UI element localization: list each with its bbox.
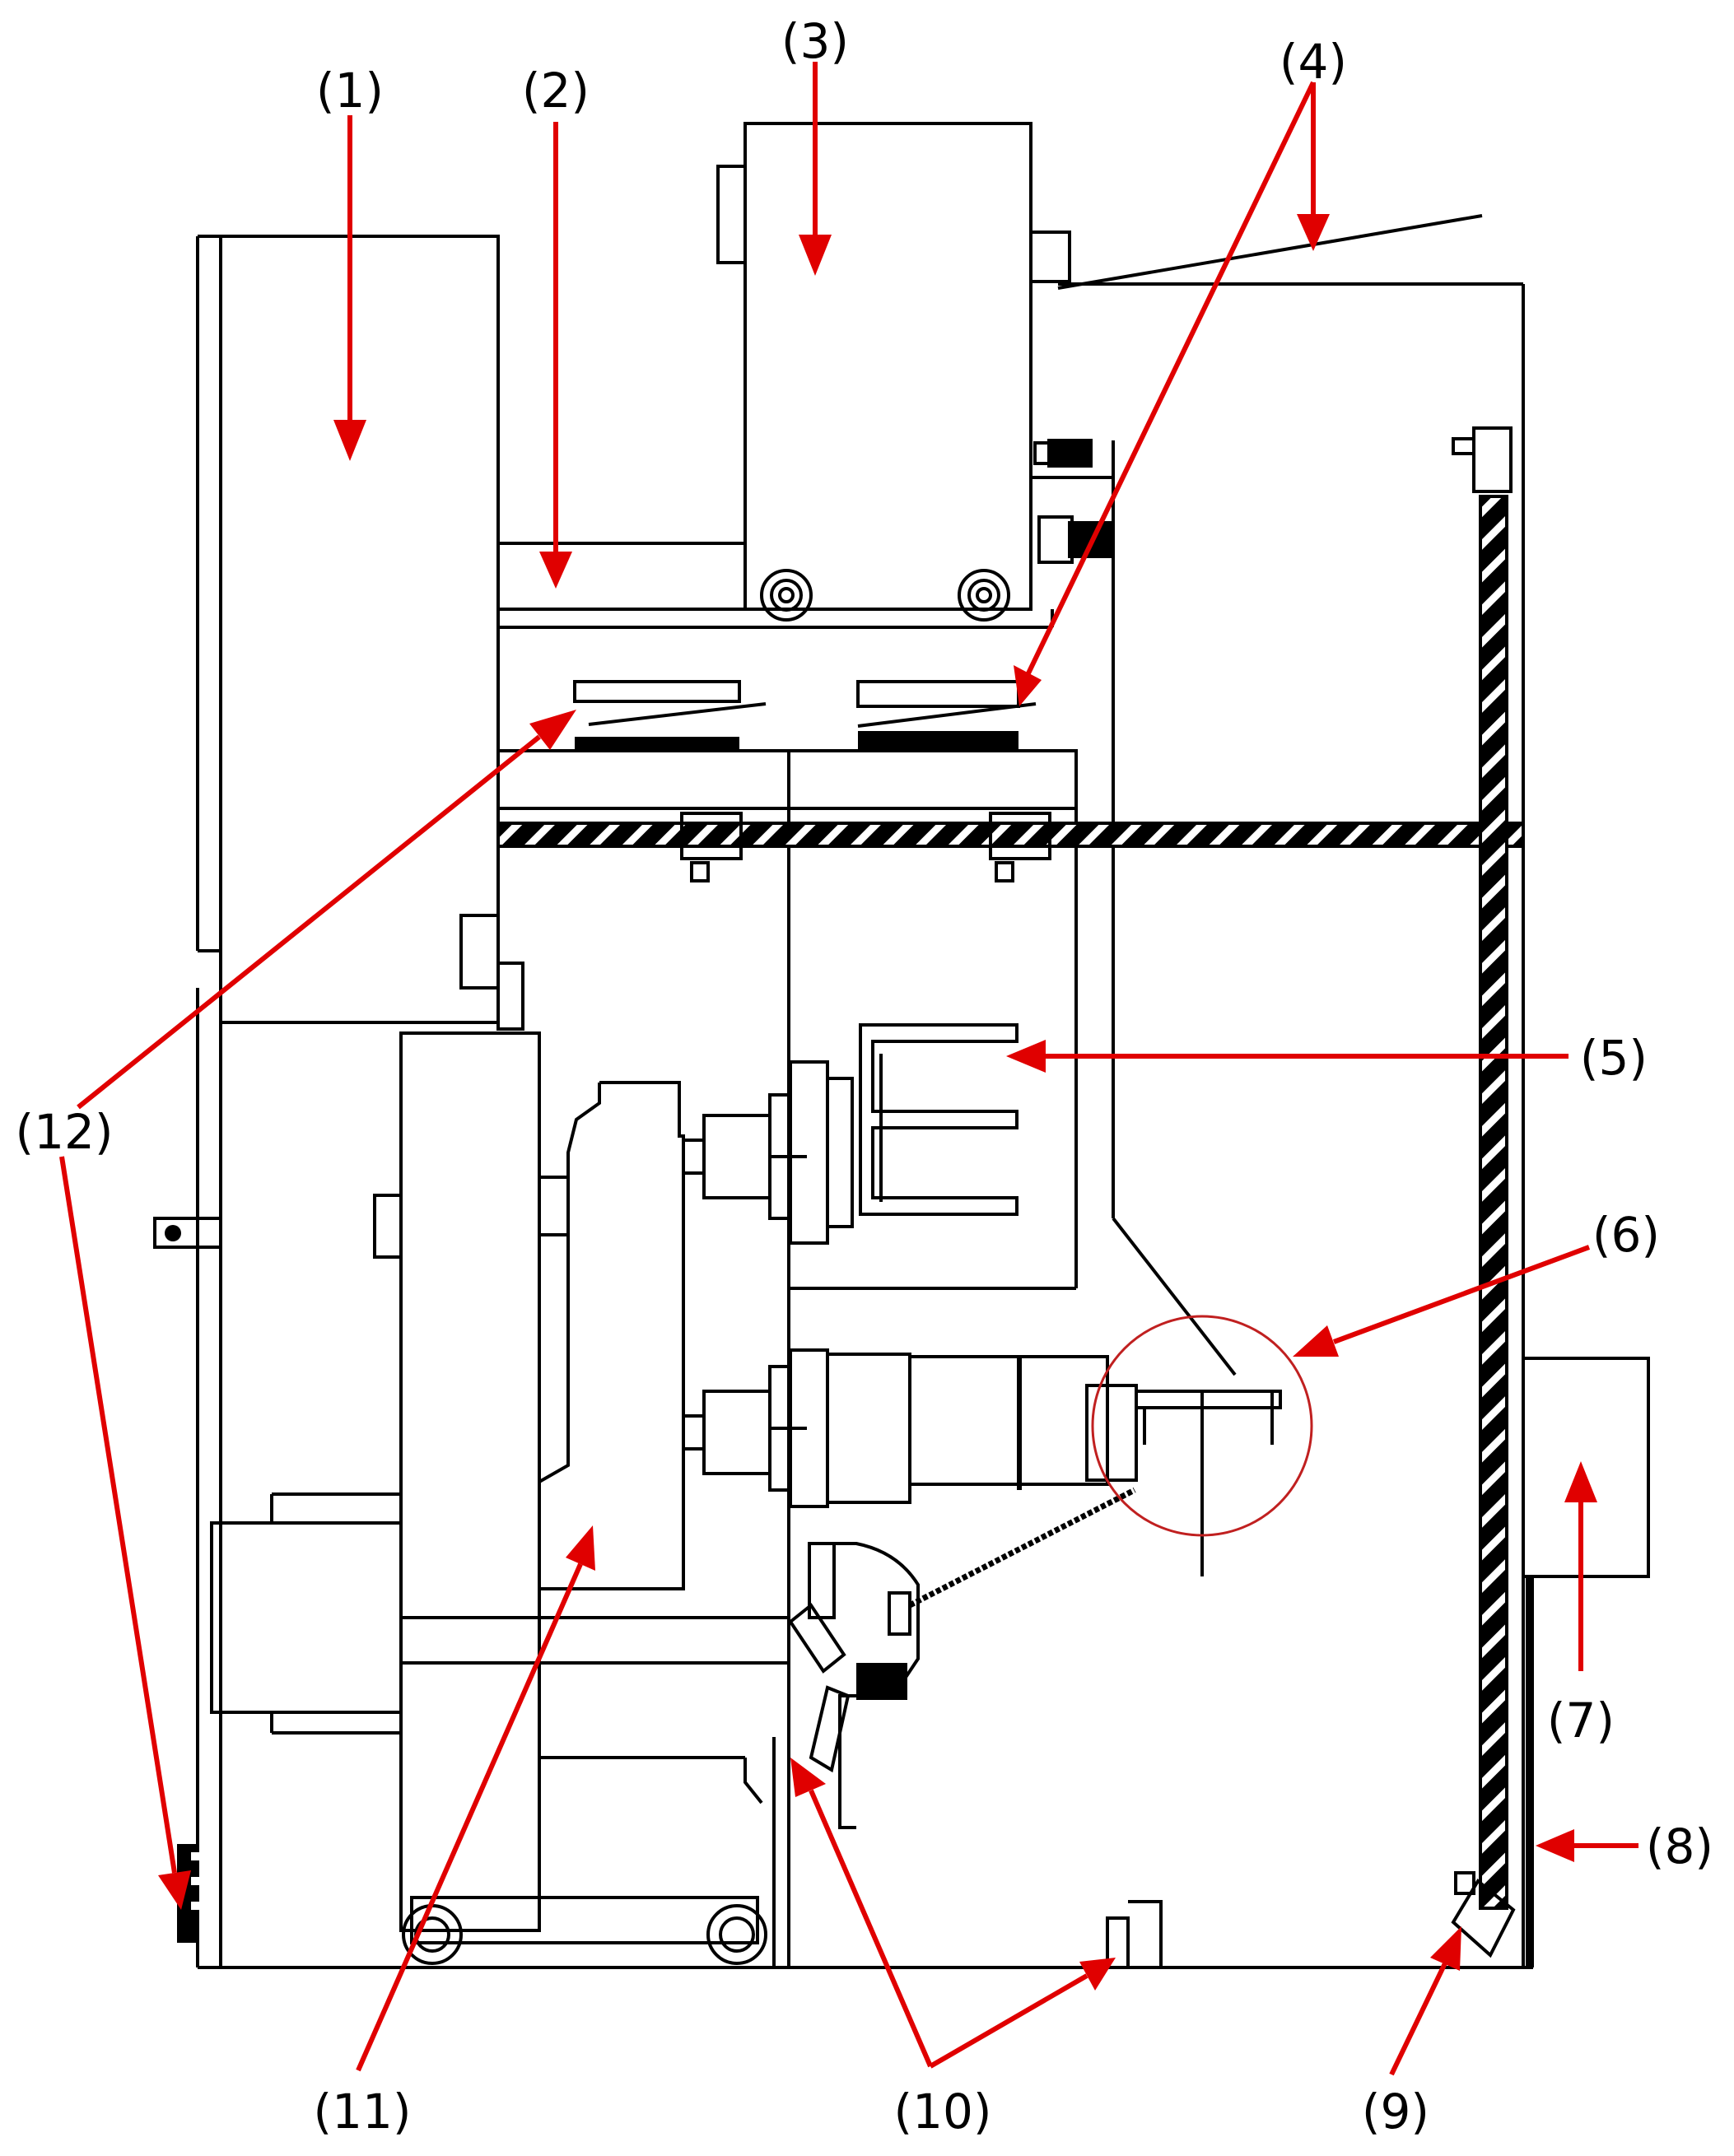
- upper-spout-contacts: [859, 1023, 1018, 1216]
- label-6: (6): [1592, 1207, 1660, 1263]
- label-2: (2): [522, 63, 590, 119]
- hatched-partition-bar: [496, 822, 1525, 848]
- label-12: (12): [15, 1104, 113, 1160]
- label-8: (8): [1646, 1818, 1713, 1874]
- side-box: [1522, 1357, 1650, 1578]
- label-3: (3): [781, 13, 849, 69]
- contact-highlight-circle: [1091, 1315, 1313, 1537]
- lower-contact-stack: [1085, 1384, 1138, 1482]
- pressure-relief-flap-top: [1057, 214, 1483, 290]
- callout-arrows: [59, 62, 1638, 2076]
- earthing-operating-rod: [1479, 495, 1508, 1910]
- top-busbar-box: [743, 122, 1032, 611]
- label-10: (10): [893, 2084, 991, 2140]
- label-1: (1): [316, 63, 384, 119]
- label-7: (7): [1547, 1693, 1615, 1749]
- label-4: (4): [1280, 34, 1347, 90]
- cabinet-structure: [153, 122, 1650, 1969]
- label-5: (5): [1580, 1030, 1648, 1086]
- callout-labels: (1) (2) (3) (4) (5) (6) (7) (8) (9) (10)…: [15, 13, 1713, 2140]
- low-voltage-compartment: [219, 235, 500, 1024]
- circuit-breaker-panel: [399, 1031, 541, 1932]
- label-9: (9): [1362, 2084, 1429, 2140]
- label-11: (11): [313, 2084, 411, 2140]
